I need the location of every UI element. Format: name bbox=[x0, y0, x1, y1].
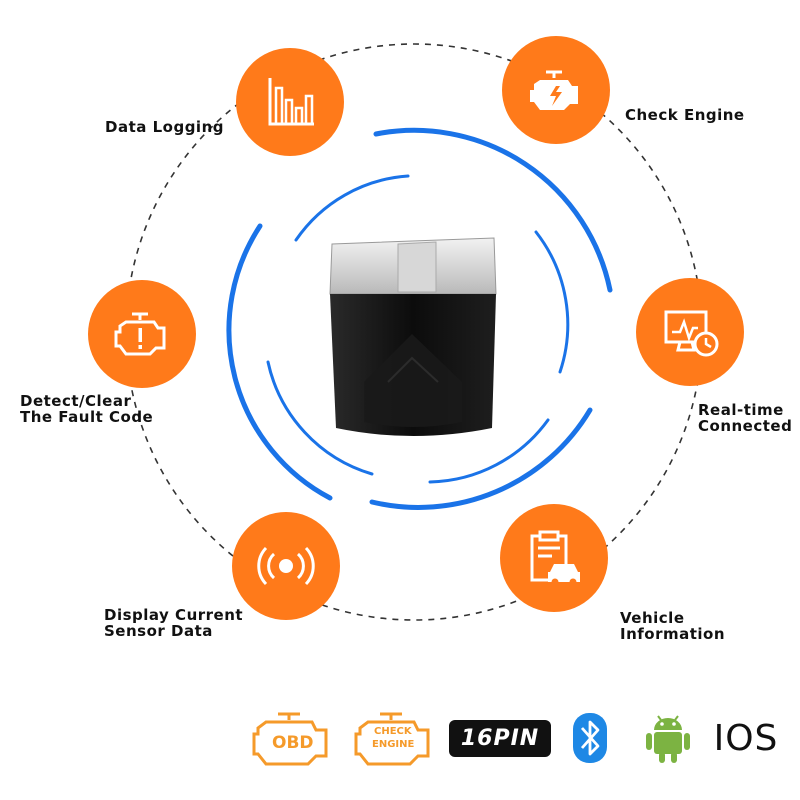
inner-arc-bottom bbox=[428, 418, 550, 484]
android-icon bbox=[646, 715, 690, 763]
check-engine-outline-icon bbox=[354, 712, 430, 766]
detect-clear-label: Detect/Clear The Fault Code bbox=[20, 392, 154, 426]
engine-text: ENGINE bbox=[372, 739, 415, 750]
ios-label: IOS bbox=[713, 717, 779, 759]
engine-warning-icon bbox=[530, 70, 578, 110]
inner-arc-top bbox=[294, 174, 410, 242]
pin-label: 16PIN bbox=[448, 719, 552, 757]
outer-arc-left bbox=[226, 223, 333, 501]
outer-arc-top bbox=[373, 127, 613, 293]
pin-badge: 16PIN bbox=[448, 706, 552, 770]
sensor-signal-icon bbox=[257, 546, 315, 586]
ios-badge: IOS bbox=[706, 706, 786, 770]
sensor-data-label: Display Current Sensor Data bbox=[104, 606, 244, 640]
check-engine-circle bbox=[502, 36, 610, 144]
vehicle-info-label: Vehicle Information bbox=[620, 609, 726, 643]
android-badge bbox=[642, 706, 694, 770]
bar-chart-icon bbox=[268, 78, 314, 126]
engine-alert-icon bbox=[114, 312, 166, 356]
data-logging-label: Data Logging bbox=[105, 118, 224, 136]
bluetooth-icon bbox=[573, 713, 607, 763]
inner-arc-right bbox=[534, 230, 570, 374]
obd-text: OBD bbox=[272, 733, 314, 753]
monitor-clock-icon bbox=[664, 310, 719, 357]
obd-badge: OBD bbox=[250, 706, 336, 770]
inner-arc-left bbox=[266, 360, 374, 476]
check-engine-badge: CHECK ENGINE bbox=[352, 706, 438, 770]
outer-arc-bottom bbox=[369, 407, 593, 510]
data-logging-circle bbox=[236, 48, 344, 156]
check-text: CHECK bbox=[374, 726, 412, 737]
check-engine-label: Check Engine bbox=[625, 106, 745, 124]
vehicle-info-circle bbox=[500, 504, 608, 612]
real-time-label: Real-time Connected bbox=[698, 401, 793, 435]
obd-device-image bbox=[329, 237, 497, 436]
obd-engine-icon bbox=[252, 712, 328, 766]
detect-clear-circle bbox=[88, 280, 196, 388]
real-time-circle bbox=[636, 278, 744, 386]
bluetooth-badge bbox=[570, 706, 610, 770]
clipboard-car-icon bbox=[530, 530, 580, 586]
sensor-data-circle bbox=[232, 512, 340, 620]
